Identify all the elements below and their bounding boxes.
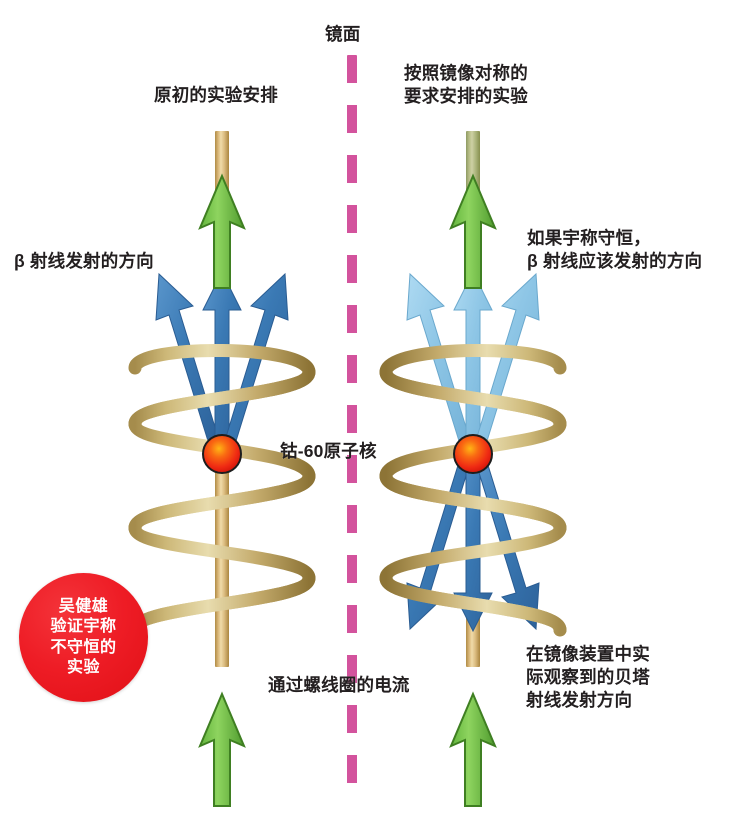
- current-arrow-up-top: [198, 173, 246, 289]
- beta-observed-direction-label: 在镜像装置中实 际观察到的贝塔 射线发射方向: [526, 644, 650, 711]
- left-panel-title: 原初的实验安排: [154, 85, 278, 105]
- current-arrow-up-bottom-mirrored: [449, 691, 497, 807]
- cobalt-60-nucleus-mirrored: [453, 434, 493, 474]
- solenoid-current-label: 通过螺线圈的电流: [268, 675, 410, 695]
- mirror-label: 镜面: [325, 24, 361, 44]
- wu-experiment-badge-text: 吴健雄 验证宇称 不守恒的 实验: [50, 597, 117, 676]
- current-arrow-up-bottom: [198, 691, 246, 807]
- cobalt-60-nucleus: [202, 434, 242, 474]
- cobalt-60-nucleus-label: 钴-60原子核: [280, 441, 377, 461]
- right-graphics-layer: [379, 270, 567, 637]
- beta-emission-direction-label: β 射线发射的方向: [14, 251, 154, 271]
- current-arrow-up-top-mirrored: [449, 173, 497, 289]
- beta-expected-direction-label: 如果宇称守恒， β 射线应该发射的方向: [527, 228, 703, 272]
- mirrored-experiment-apparatus: [348, 0, 598, 829]
- solenoid-coil-mirrored-front-passes: [379, 365, 567, 637]
- wu-experiment-badge: 吴健雄 验证宇称 不守恒的 实验: [19, 573, 148, 702]
- mirror-plane-dashed-line: [347, 55, 357, 785]
- original-experiment-apparatus: [97, 0, 347, 829]
- right-panel-title: 按照镜像对称的 要求安排的实验: [404, 63, 528, 107]
